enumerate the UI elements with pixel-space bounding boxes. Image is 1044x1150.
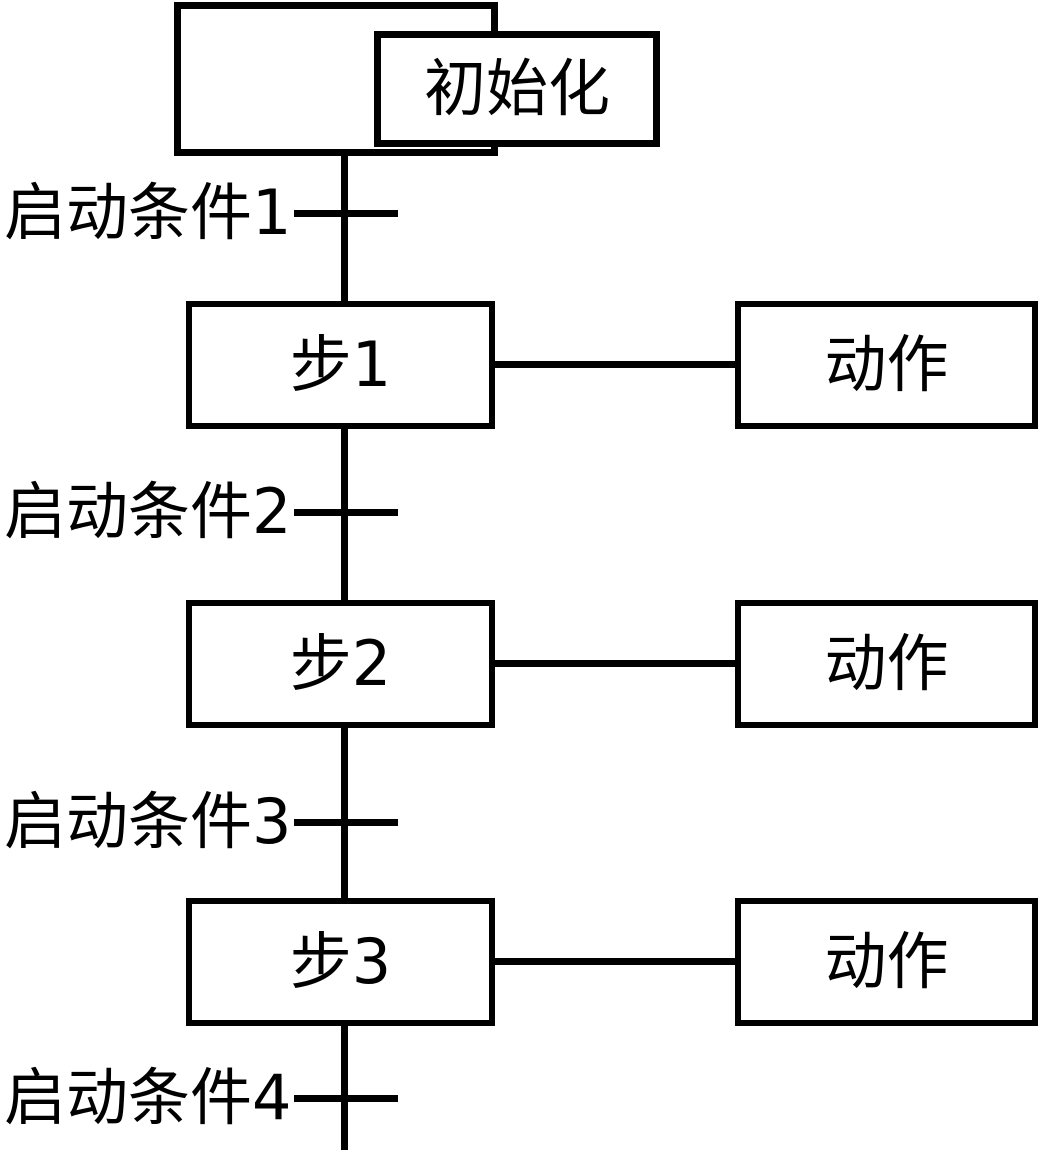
trunk-segment-step-1-to-transition-2 (341, 429, 348, 515)
action-box-3[interactable]: 动作 (735, 898, 1038, 1026)
trunk-segment-step-3-to-transition-4 (341, 1026, 348, 1100)
step-box-1[interactable]: 步1 (186, 301, 495, 429)
action-label-3: 动作 (824, 925, 949, 998)
action-box-1[interactable]: 动作 (735, 301, 1038, 429)
step-label-3: 步3 (289, 925, 392, 998)
trunk-segment-step-2-to-transition-3 (341, 728, 348, 824)
transition-label-3: 启动条件3 (4, 785, 292, 858)
transition-label-2: 启动条件2 (4, 475, 292, 548)
transition-label-1: 启动条件1 (4, 176, 292, 249)
step-box-2[interactable]: 步2 (186, 600, 495, 728)
step-box-3[interactable]: 步3 (186, 898, 495, 1026)
trunk-segment-transition-3-to-step-3 (341, 819, 348, 901)
action-label-1: 动作 (824, 328, 949, 401)
initial-step-inner-frame[interactable]: 初始化 (374, 31, 660, 147)
step-label-2: 步2 (289, 627, 392, 700)
action-label-2: 动作 (824, 627, 949, 700)
trunk-segment-transition-1-to-step-1 (341, 210, 348, 304)
step-3-action-connector (492, 958, 738, 965)
step-2-action-connector (492, 660, 738, 667)
transition-label-4: 启动条件4 (4, 1061, 292, 1134)
initial-step-label: 初始化 (423, 52, 610, 125)
trunk-segment-init-to-transition-1 (341, 156, 348, 213)
step-label-1: 步1 (289, 328, 392, 401)
initial-step-outer-frame[interactable]: 初始化 (174, 2, 660, 156)
action-box-2[interactable]: 动作 (735, 600, 1038, 728)
step-1-action-connector (492, 361, 738, 368)
trunk-segment-transition-4-to-bottom (341, 1095, 348, 1150)
trunk-segment-transition-2-to-step-2 (341, 509, 348, 603)
